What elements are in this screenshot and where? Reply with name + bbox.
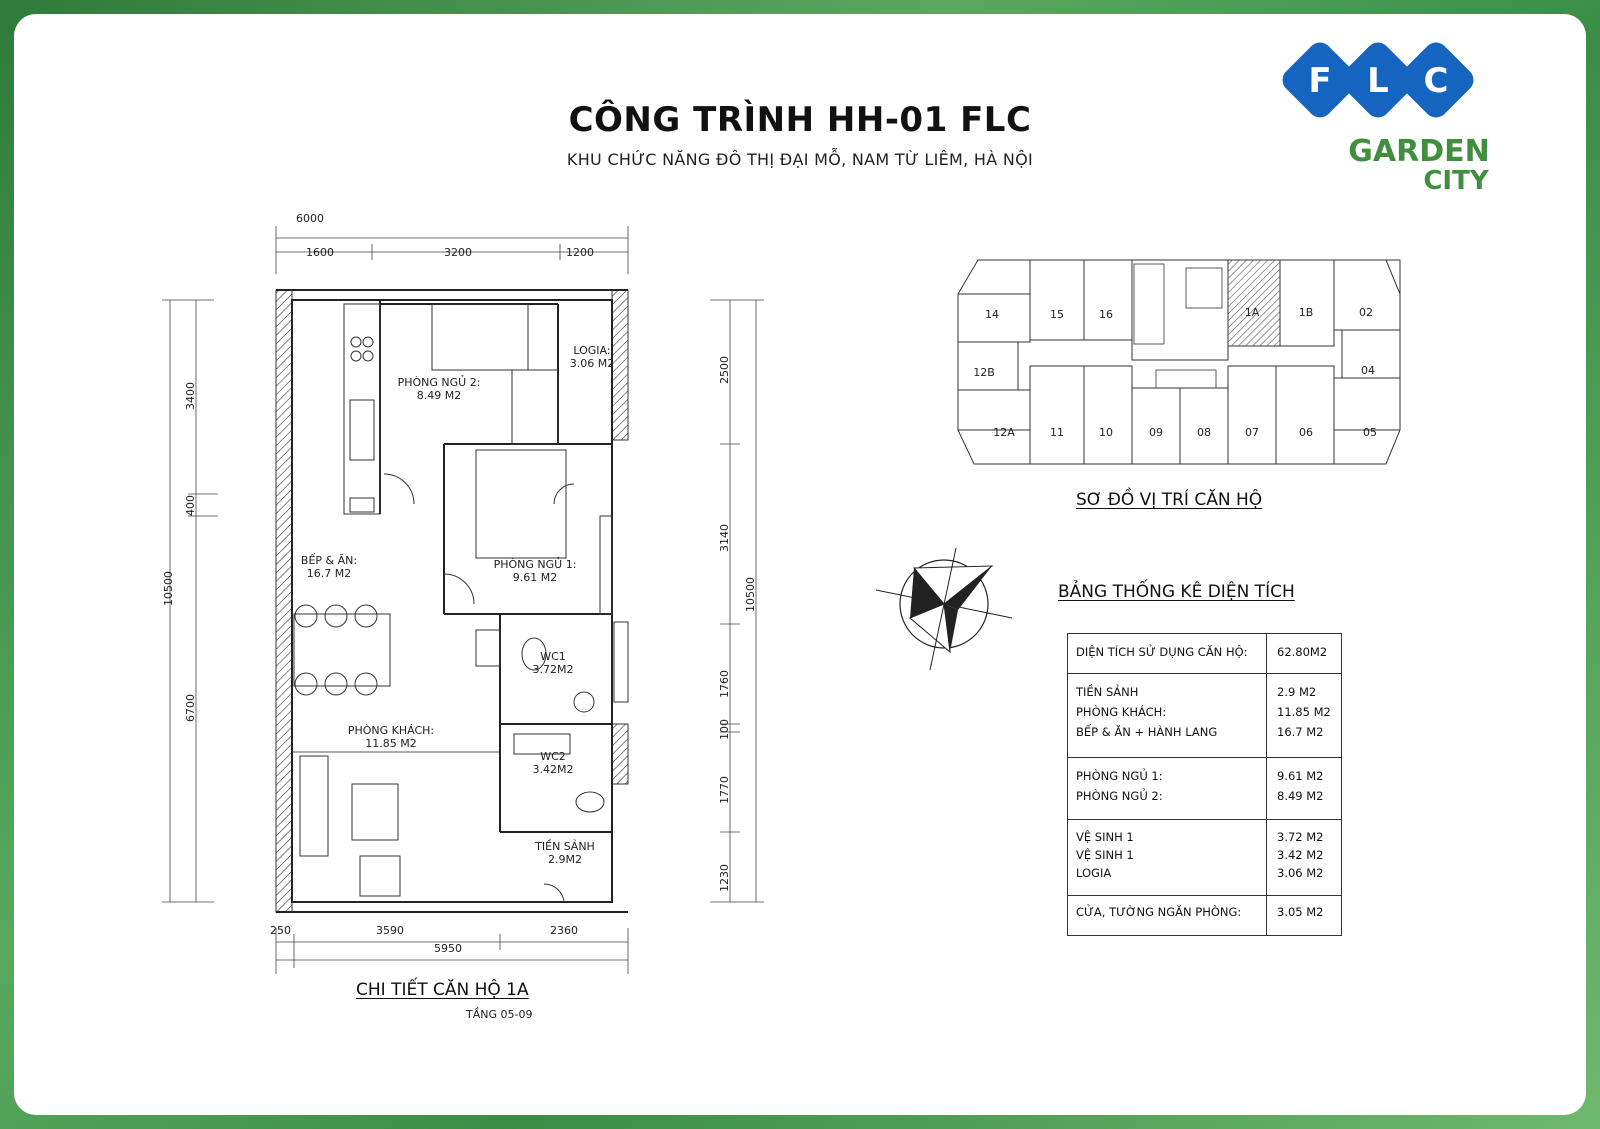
logo-diamond-c xyxy=(1398,42,1474,118)
floor-plan xyxy=(162,226,764,974)
stats-label: DIỆN TÍCH SỬ DỤNG CĂN HỘ: xyxy=(1076,645,1248,659)
dim-left-3: 6700 xyxy=(184,694,197,722)
logo-garden: GARDEN xyxy=(1348,134,1489,169)
stats-row-group-3: VỆ SINH 1 VỆ SINH 1 LOGIA 3.72 M2 3.42 M… xyxy=(1067,819,1342,896)
room-bedroom2: PHÒNG NGỦ 2:8.49 M2 xyxy=(397,376,481,402)
keyplan-unit-12b: 12B xyxy=(973,366,995,379)
stats-label: TIỀN SẢNH xyxy=(1076,685,1139,699)
logo-letter-l: L xyxy=(1367,61,1389,101)
dim-left-2: 400 xyxy=(184,495,197,516)
keyplan-core xyxy=(1133,263,1223,389)
stats-value: 3.42 M2 xyxy=(1277,848,1324,862)
keyplan-unit-16: 16 xyxy=(1099,308,1113,321)
room-kitchen: BẾP & ĂN:16.7 M2 xyxy=(300,554,358,580)
logo-city: CITY xyxy=(1423,166,1489,196)
stats-value: 3.06 M2 xyxy=(1277,866,1324,880)
stats-row-walls: CỬA, TƯỜNG NGĂN PHÒNG: 3.05 M2 xyxy=(1067,895,1342,936)
dim-bottom-3: 2360 xyxy=(550,924,578,937)
keyplan-unit-08: 08 xyxy=(1197,426,1211,439)
keyplan-unit-1a: 1A xyxy=(1245,306,1260,319)
stats-value: 62.80M2 xyxy=(1277,645,1328,659)
stats-label: PHÒNG NGỦ 1: xyxy=(1076,769,1163,783)
keyplan-unit-04: 04 xyxy=(1361,364,1375,377)
flc-logo: F L C GARDEN CITY xyxy=(1282,42,1490,196)
stats-value: 2.9 M2 xyxy=(1277,685,1317,699)
dim-left-1: 3400 xyxy=(184,382,197,410)
keyplan-highlight-1a xyxy=(1228,260,1280,346)
logo-diamond-l xyxy=(1340,42,1416,118)
dim-top-2: 3200 xyxy=(444,246,472,259)
keyplan-unit-02: 02 xyxy=(1359,306,1373,319)
stats-value: 9.61 M2 xyxy=(1277,769,1324,783)
dim-bottom-1: 250 xyxy=(270,924,291,937)
stats-label: CỬA, TƯỜNG NGĂN PHÒNG: xyxy=(1076,905,1242,919)
room-bedroom1: PHÒNG NGỦ 1:9.61 M2 xyxy=(493,558,577,584)
room-living: PHÒNG KHÁCH:11.85 M2 xyxy=(347,724,435,750)
dim-right-4: 100 xyxy=(718,719,731,740)
keyplan-unit-07: 07 xyxy=(1245,426,1259,439)
keyplan-unit-06: 06 xyxy=(1299,426,1313,439)
keyplan-unit-12a: 12A xyxy=(993,426,1015,439)
stats-label: BẾP & ĂN + HÀNH LANG xyxy=(1076,725,1218,739)
keyplan-unit-14: 14 xyxy=(985,308,999,321)
stats-title: BẢNG THỐNG KÊ DIỆN TÍCH xyxy=(1058,582,1295,602)
stats-value: 3.72 M2 xyxy=(1277,830,1324,844)
floorplan-caption: CHI TIẾT CĂN HỘ 1A xyxy=(356,980,529,1000)
dim-left-total: 10500 xyxy=(162,571,175,606)
stats-value: 3.05 M2 xyxy=(1277,905,1324,919)
floorplan-floors: TẦNG 05-09 xyxy=(466,1008,533,1021)
keyplan-unit-05: 05 xyxy=(1363,426,1377,439)
room-logia: LOGIA:3.06 M2 xyxy=(569,344,615,370)
stats-row-group-2: PHÒNG NGỦ 1: PHÒNG NGỦ 2: 9.61 M2 8.49 M… xyxy=(1067,757,1342,820)
stats-label: VỆ SINH 1 xyxy=(1076,848,1134,862)
page-title: CÔNG TRÌNH HH-01 FLC xyxy=(568,100,1032,140)
stats-row-total: DIỆN TÍCH SỬ DỤNG CĂN HỘ: 62.80M2 xyxy=(1067,633,1342,674)
keyplan-caption: SƠ ĐỒ VỊ TRÍ CĂN HỘ xyxy=(1076,490,1263,510)
logo-diamond-f xyxy=(1282,42,1358,118)
dim-right-6: 1230 xyxy=(718,864,731,892)
stats-label: LOGIA xyxy=(1076,866,1112,880)
key-plan: 14 15 16 1A 1B 02 12B 04 12A 11 10 09 08… xyxy=(957,259,1401,465)
dim-right-2: 3140 xyxy=(718,524,731,552)
stats-value: 16.7 M2 xyxy=(1277,725,1324,739)
stats-value: 11.85 M2 xyxy=(1277,705,1331,719)
stats-label: VỆ SINH 1 xyxy=(1076,830,1134,844)
keyplan-unit-09: 09 xyxy=(1149,426,1163,439)
wall-right-mid xyxy=(611,723,629,785)
keyplan-unit-1b: 1B xyxy=(1299,306,1314,319)
dim-top-3: 1200 xyxy=(566,246,594,259)
logo-letter-c: C xyxy=(1424,61,1449,101)
keyplan-unit-10: 10 xyxy=(1099,426,1113,439)
stats-label: PHÒNG KHÁCH: xyxy=(1076,705,1167,719)
dim-top-1: 1600 xyxy=(306,246,334,259)
stats-label: PHÒNG NGỦ 2: xyxy=(1076,789,1163,803)
keyplan-unit-15: 15 xyxy=(1050,308,1064,321)
drawing-sheet: CÔNG TRÌNH HH-01 FLC KHU CHỨC NĂNG ĐÔ TH… xyxy=(14,14,1586,1115)
stats-row-group-1: TIỀN SẢNH PHÒNG KHÁCH: BẾP & ĂN + HÀNH L… xyxy=(1067,673,1342,758)
dim-bottom-2: 3590 xyxy=(376,924,404,937)
stats-value: 8.49 M2 xyxy=(1277,789,1324,803)
dim-bottom-total: 5950 xyxy=(434,942,462,955)
compass-icon xyxy=(875,547,1013,671)
wall-left xyxy=(275,289,293,913)
dim-right-1: 2500 xyxy=(718,356,731,384)
dim-right-5: 1770 xyxy=(718,776,731,804)
page-subtitle: KHU CHỨC NĂNG ĐÔ THỊ ĐẠI MỖ, NAM TỪ LIÊM… xyxy=(566,150,1034,169)
stats-table: DIỆN TÍCH SỬ DỤNG CĂN HỘ: 62.80M2 TIỀN S… xyxy=(1067,633,1342,936)
dim-right-total: 10500 xyxy=(744,577,757,612)
dim-top-total: 6000 xyxy=(296,212,324,225)
logo-letter-f: F xyxy=(1308,61,1331,101)
dim-right-3: 1760 xyxy=(718,670,731,698)
keyplan-unit-11: 11 xyxy=(1050,426,1064,439)
